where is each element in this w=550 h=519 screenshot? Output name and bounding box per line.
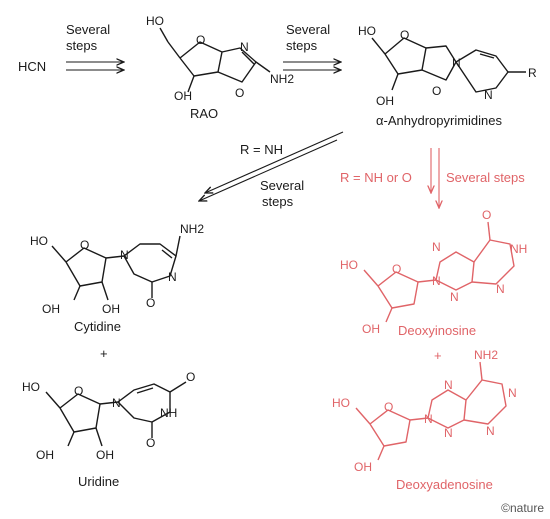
- left-branch-steps-line2: steps: [262, 194, 294, 209]
- deoxyinosine-o6: O: [482, 208, 492, 222]
- deoxyadenosine-name: Deoxyadenosine: [396, 477, 493, 492]
- deoxyinosine-ho-top: HO: [340, 258, 358, 272]
- uridine-o4: O: [186, 370, 196, 384]
- left-branch-steps-line1: Several: [260, 178, 305, 193]
- step2-label-line1: Several: [286, 22, 331, 37]
- rao-n: N: [240, 40, 249, 54]
- left-branch-condition: R = NH: [240, 142, 283, 157]
- deoxyinosine-nh: NH: [510, 242, 528, 256]
- anhydro-n3: N: [484, 88, 493, 102]
- uridine-ring-o: O: [74, 384, 84, 398]
- cytidine-ho-top: HO: [30, 234, 48, 248]
- cytidine-o2: O: [146, 296, 156, 310]
- rao-oh-bottom: OH: [174, 89, 192, 103]
- cytidine-ho-left: OH: [42, 302, 60, 316]
- deoxyadenosine-n1: N: [508, 386, 517, 400]
- nature-credit: ©nature: [501, 501, 544, 515]
- uridine-ho-left: OH: [36, 448, 54, 462]
- uridine-name: Uridine: [78, 474, 120, 489]
- uridine-structure: [45, 381, 187, 447]
- uridine-o2: O: [146, 436, 156, 450]
- step2-label-line2: steps: [286, 38, 318, 53]
- cytidine-ring-o: O: [80, 238, 90, 252]
- rao-oxazoline-o: O: [235, 86, 245, 100]
- plus-right: +: [434, 348, 442, 363]
- deoxyadenosine-n-lower: N: [486, 424, 495, 438]
- anhydro-ho-top: HO: [358, 24, 376, 38]
- anhydro-oh-bottom: OH: [376, 94, 394, 108]
- anhydro-ring-o: O: [400, 28, 410, 42]
- anhydro-n1: N: [452, 56, 461, 70]
- deoxyinosine-n3: N: [450, 290, 459, 304]
- step1-label-line1: Several: [66, 22, 111, 37]
- step1-label-line2: steps: [66, 38, 98, 53]
- right-branch-condition: R = NH or O: [340, 170, 412, 185]
- uridine-nh: NH: [160, 406, 178, 420]
- deoxyadenosine-ring-o: O: [384, 400, 394, 414]
- rao-ring-o: O: [196, 33, 206, 47]
- anhydro-oxazoline-o: O: [432, 84, 442, 98]
- deoxyadenosine-nh2: NH2: [474, 348, 499, 362]
- cytidine-nh2: NH2: [180, 222, 205, 236]
- deoxyadenosine-ho-bottom: OH: [354, 460, 372, 474]
- anhydro-r: R: [528, 66, 537, 80]
- deoxyinosine-n7: N: [432, 240, 441, 254]
- deoxyinosine-ho-bottom: OH: [362, 322, 380, 336]
- uridine-oh-right: OH: [96, 448, 114, 462]
- arrow-left-branch-b: [199, 139, 338, 201]
- rao-structure: [159, 27, 271, 93]
- cytidine-oh-right: OH: [102, 302, 120, 316]
- uridine-n1: N: [112, 396, 121, 410]
- deoxyinosine-structure: [363, 221, 515, 323]
- deoxyinosine-n9: N: [432, 274, 441, 288]
- right-branch-steps: Several steps: [446, 170, 525, 185]
- plus-left: +: [100, 346, 108, 361]
- hcn-label: HCN: [18, 59, 47, 74]
- uridine-ho-top: HO: [22, 380, 40, 394]
- rao-nh2: NH2: [270, 72, 295, 86]
- arrows: [66, 62, 344, 201]
- rao-name: RAO: [190, 106, 219, 121]
- deoxyadenosine-ho-top: HO: [332, 396, 350, 410]
- deoxyadenosine-n3: N: [444, 426, 453, 440]
- arrow-left-branch-a: [205, 131, 344, 193]
- deoxyadenosine-n7: N: [444, 378, 453, 392]
- deoxyinosine-n-lower: N: [496, 282, 505, 296]
- anhydro-structure: [371, 37, 526, 93]
- anhydro-name: α-Anhydropyrimidines: [376, 113, 503, 128]
- deoxyinosine-name: Deoxyinosine: [398, 323, 477, 338]
- deoxyadenosine-n9: N: [424, 412, 433, 426]
- deoxyadenosine-structure: [355, 361, 507, 461]
- cytidine-n1: N: [120, 248, 129, 262]
- cytidine-n3: N: [168, 270, 177, 284]
- arrows-red: [431, 148, 439, 208]
- rao-ho-top: HO: [146, 14, 164, 28]
- cytidine-name: Cytidine: [74, 319, 121, 334]
- deoxyinosine-ring-o: O: [392, 262, 402, 276]
- cytidine-structure: [51, 235, 181, 301]
